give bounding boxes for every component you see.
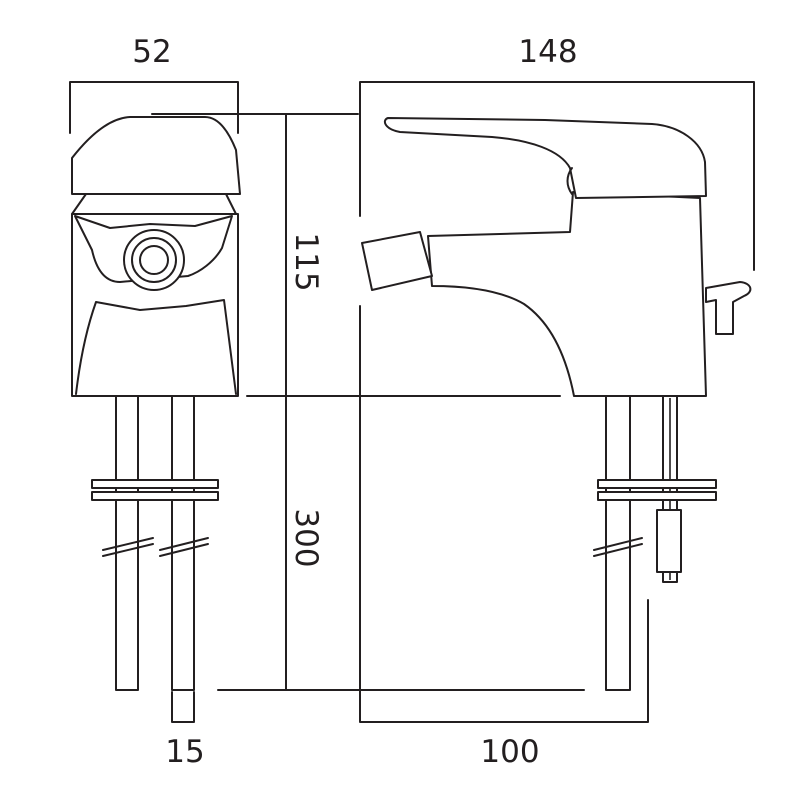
side-break-line-2b xyxy=(159,543,209,557)
dim-label-100: 100 xyxy=(480,734,539,770)
spray-outlet-knob xyxy=(361,231,433,291)
side-break-line-1a xyxy=(102,537,154,551)
dimension-lines xyxy=(69,81,755,723)
side-view xyxy=(71,116,241,691)
dim-label-15: 15 xyxy=(165,734,204,770)
side-tail-right xyxy=(171,395,195,691)
front-washer-top xyxy=(597,479,717,489)
side-break-line-2a xyxy=(159,537,209,551)
front-tail xyxy=(605,395,631,691)
dim-label-52: 52 xyxy=(132,34,171,70)
side-washer-top xyxy=(91,479,219,489)
popup-rod-connector xyxy=(656,509,682,573)
front-washer-bottom xyxy=(597,491,717,501)
front-break-line-b xyxy=(593,543,643,557)
side-view-recess xyxy=(74,215,233,283)
dim-label-115: 115 xyxy=(288,232,324,291)
dim-label-148: 148 xyxy=(518,34,577,70)
side-view-body xyxy=(71,213,239,397)
side-view-lower-panel xyxy=(75,299,237,395)
lever-handle xyxy=(383,117,707,199)
front-view-body xyxy=(427,191,707,397)
lever-knuckle xyxy=(566,167,573,195)
dim-100-bracket xyxy=(359,305,649,723)
dim-52-bracket xyxy=(69,81,239,134)
popup-waste-lever xyxy=(705,281,752,335)
spray-knob-inner xyxy=(139,245,169,275)
side-tail-left xyxy=(115,395,139,691)
front-view xyxy=(361,117,752,691)
dim-15-bracket xyxy=(171,691,195,723)
dimension-labels: 52 148 115 300 15 100 xyxy=(132,34,577,770)
dim-label-300: 300 xyxy=(288,508,324,567)
dim-148-bracket xyxy=(359,81,755,271)
side-break-line-1b xyxy=(102,543,154,557)
front-break-line-a xyxy=(593,537,643,551)
side-view-collar xyxy=(71,193,237,215)
side-view-lever-cap xyxy=(71,116,241,195)
side-washer-bottom xyxy=(91,491,219,501)
